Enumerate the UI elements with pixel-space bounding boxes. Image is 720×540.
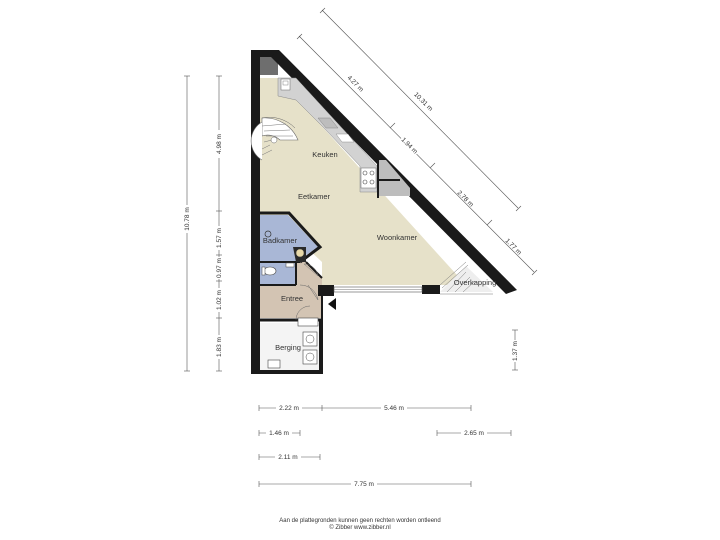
room-label-eetkamer: Eetkamer	[298, 192, 331, 201]
kitchen-sink-inner	[282, 80, 289, 86]
dim-label: 1.37 m	[512, 341, 519, 361]
dryer	[302, 349, 318, 365]
room-label-overkapping: Overkapping	[454, 278, 497, 287]
toilet-door-swing	[303, 263, 319, 277]
dim-label: 7.75 m	[354, 481, 374, 488]
berging-door-swing	[295, 305, 311, 321]
dim-label: 4.98 m	[216, 134, 223, 154]
dim-label: 1.57 m	[216, 228, 223, 248]
wall-top	[251, 50, 279, 57]
room-label-keuken: Keuken	[312, 150, 337, 159]
toilet-handbasin	[285, 262, 295, 268]
entree-floor	[260, 262, 322, 318]
room-label-woonkamer: Woonkamer	[377, 233, 418, 242]
overkapping-hatch	[462, 280, 476, 293]
wall-badkamer	[260, 211, 323, 264]
dimension-bottom-row2: 1.46 m 2.65 m	[258, 428, 512, 438]
entree-door-swing	[299, 284, 319, 301]
shower-head-icon	[264, 230, 272, 238]
dimension-bottom-row1: 2.22 m 5.46 m	[258, 403, 472, 413]
overkapping-hatch	[454, 276, 471, 293]
dim-label: 1.02 m	[216, 290, 223, 310]
cupboard-block	[378, 160, 410, 196]
dim-label: 10.78 m	[184, 207, 191, 231]
washing-machine	[302, 331, 318, 347]
footer-copyright: © Zibber www.zibber.nl	[329, 525, 391, 531]
washing-machine-drum-icon	[305, 334, 315, 344]
wall-left	[251, 50, 260, 374]
footer-disclaimer: Aan de plattegronden kunnen geen rechten…	[279, 518, 441, 524]
kitchen-appliance	[317, 117, 339, 129]
cooktop	[360, 167, 377, 189]
overkapping-hatch	[446, 271, 467, 293]
dimension-left-segments: 4.98 m 1.57 m 0.97 m 1.02 m 1.83 m	[214, 75, 224, 372]
dimension-right: 1.37 m	[510, 329, 520, 371]
dim-label: 1.46 m	[269, 430, 289, 437]
dim-label: 5.46 m	[384, 405, 404, 412]
dimension-left-total: 10.78 m	[182, 75, 192, 372]
burner-icon	[369, 170, 375, 176]
dim-label: 2.11 m	[278, 454, 297, 461]
kitchen-top-block	[260, 57, 278, 75]
kitchen-appliance-2	[335, 133, 355, 143]
dryer-drum-icon	[305, 352, 315, 362]
dim-label: 2.22 m	[279, 405, 299, 412]
burner-icon	[362, 179, 368, 185]
toilet-tank	[261, 266, 266, 276]
kitchen-sink	[280, 78, 291, 91]
burner-icon	[369, 179, 375, 185]
dim-label: 0.97 m	[216, 258, 223, 278]
meter-cabinet	[297, 317, 319, 327]
room-label-badkamer: Badkamer	[263, 236, 298, 245]
boiler	[267, 359, 281, 369]
wall-bottom-right	[422, 285, 440, 294]
wall-berging-bottom	[251, 370, 323, 374]
dimension-bottom-row3: 2.11 m	[258, 452, 321, 462]
wall-bottom-left	[318, 285, 334, 296]
entry-arrow-icon	[328, 298, 336, 310]
dimension-bottom-row4: 7.75 m	[258, 479, 472, 489]
washbasin-icon	[295, 248, 305, 258]
overkapping-glass	[441, 264, 469, 289]
spiral-stair	[250, 117, 299, 161]
wall-berging-right	[319, 320, 323, 374]
room-label-berging: Berging	[275, 343, 301, 352]
room-label-entree: Entree	[281, 294, 303, 303]
toilet-icon	[263, 266, 277, 276]
dim-label: 1.83 m	[216, 337, 223, 357]
burner-icon	[362, 170, 368, 176]
overkapping-glass	[439, 261, 467, 286]
dimension-diagonal-segments: 4.27 m 1.94 m 2.78 m 1.77 m	[296, 33, 538, 276]
dim-label: 2.65 m	[464, 430, 484, 437]
